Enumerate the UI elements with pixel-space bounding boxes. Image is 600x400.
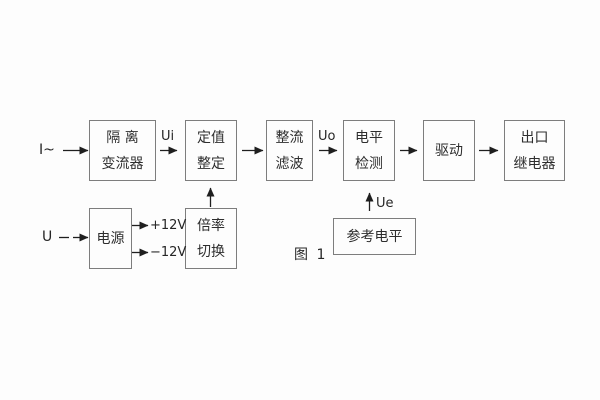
label-signal-ui: Ui: [161, 129, 175, 144]
label-input-current: I~: [39, 142, 55, 158]
block-label-line: 定值: [197, 129, 225, 146]
block-label-line: 驱动: [435, 142, 463, 159]
block-label-line: 继电器: [513, 155, 556, 172]
block-label-line: 整流: [275, 129, 304, 146]
block-output-relay: 出口 继电器: [504, 120, 565, 181]
label-signal-ue: Ue: [376, 196, 394, 211]
block-label-line: 滤波: [275, 155, 304, 172]
block-ratio-switch: 倍率 切换: [185, 208, 237, 269]
block-reference-level: 参考电平: [333, 218, 416, 255]
block-label-line: 倍率: [197, 217, 225, 234]
block-label-line: 出口: [520, 129, 549, 146]
block-setpoint-adjust: 定值 整定: [185, 120, 237, 181]
block-label-line: 电平: [355, 129, 383, 146]
block-label-line: 切换: [197, 243, 225, 260]
block-level-detect: 电平 检测: [343, 120, 395, 181]
block-isolation-transducer: 隔 离 变流器: [89, 120, 156, 181]
label-input-voltage: U: [42, 229, 53, 245]
block-label-line: 整定: [197, 155, 225, 172]
block-label-line: 隔 离: [106, 129, 139, 146]
block-power-supply: 电源: [89, 208, 132, 269]
block-rectifier-filter: 整流 滤波: [266, 120, 313, 181]
block-drive: 驱动: [423, 120, 475, 181]
block-label-line: 检测: [355, 155, 383, 172]
label-plus-12v-rail: +12V: [150, 218, 187, 233]
block-label-line: 电源: [96, 230, 125, 247]
label-minus-12v-rail: −12V: [150, 245, 187, 260]
block-label-line: 参考电平: [346, 228, 403, 245]
figure-caption: 图 1: [294, 247, 328, 263]
label-signal-uo: Uo: [318, 129, 336, 144]
block-label-line: 变流器: [101, 155, 144, 172]
